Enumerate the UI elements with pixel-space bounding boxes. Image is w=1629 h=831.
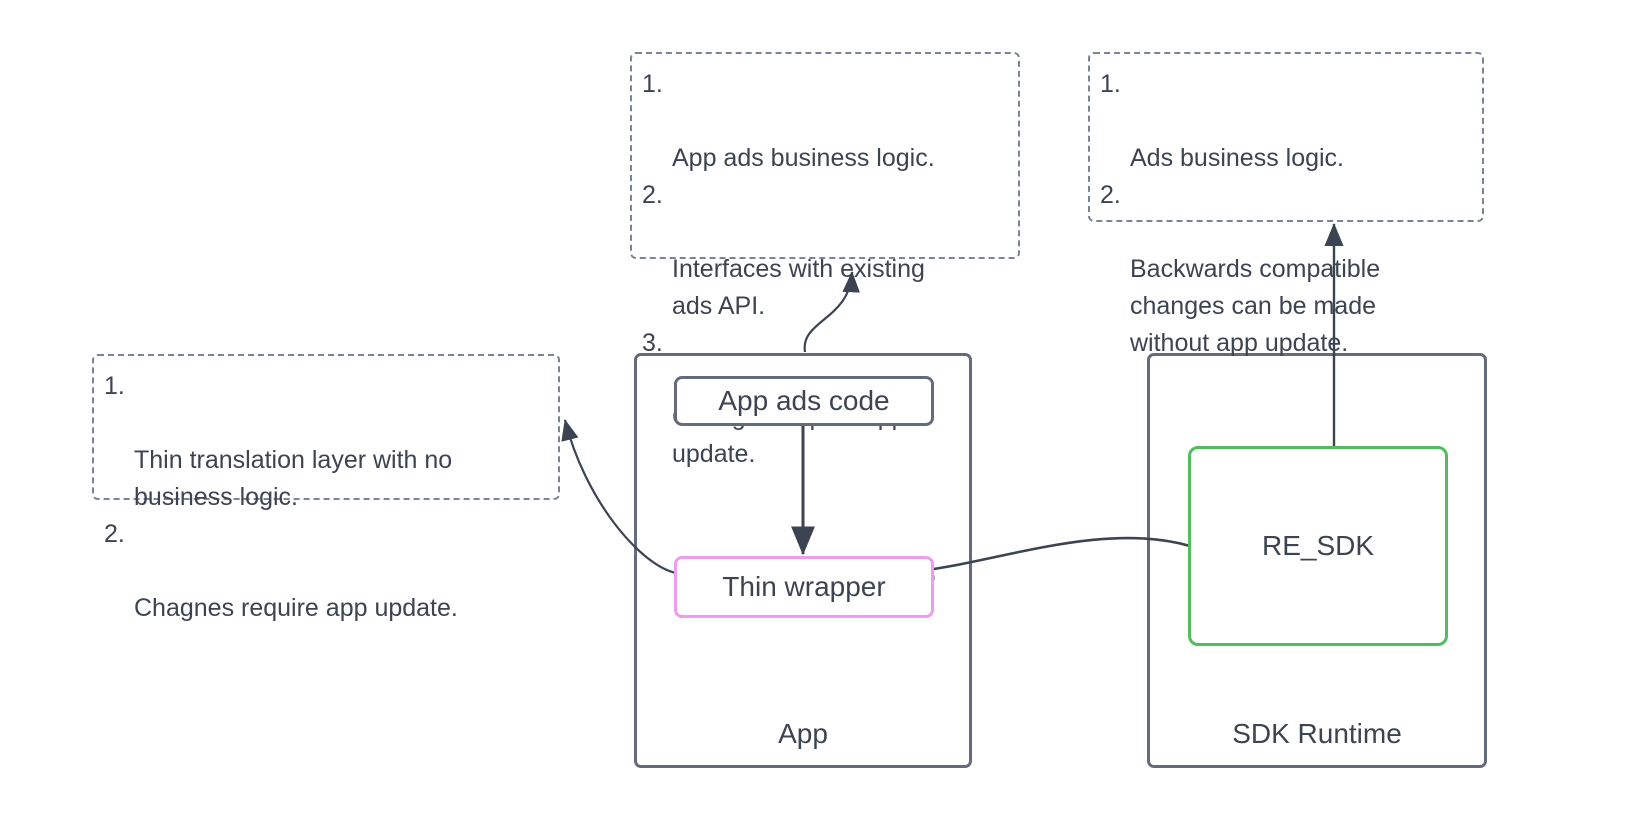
list-item-number: 3. [642, 329, 663, 357]
list-item: 1. App ads business logic. [642, 66, 1004, 177]
callout-re-sdk-list: 1. Ads business logic. 2. Backwards comp… [1100, 66, 1468, 362]
list-item-text: App ads business logic. [672, 144, 935, 172]
list-item: 1. Thin translation layer with no busine… [104, 368, 544, 516]
callout-re-sdk: 1. Ads business logic. 2. Backwards comp… [1088, 52, 1484, 357]
list-item-text: Interfaces with existing ads API. [672, 255, 925, 320]
list-item-text: Chagnes require app update. [134, 594, 458, 622]
callout-app-ads-code: 1. App ads business logic. 2. Interfaces… [630, 52, 1020, 468]
node-app-ads-code[interactable]: App ads code [674, 376, 934, 426]
callout-thin-wrapper-list: 1. Thin translation layer with no busine… [104, 368, 544, 627]
list-item-number: 1. [642, 70, 663, 98]
node-re-sdk-label: RE_SDK [1261, 530, 1375, 561]
list-item-text: Ads business logic. [1130, 144, 1345, 172]
list-item-number: 1. [104, 372, 125, 400]
node-thin-wrapper[interactable]: Thin wrapper [674, 556, 934, 618]
node-thin-wrapper-label: Thin wrapper [722, 571, 886, 602]
list-item-text: Backwards compatible changes can be made… [1130, 255, 1381, 357]
callout-app-ads-code-list: 1. App ads business logic. 2. Interfaces… [642, 66, 1004, 473]
list-item: 2. Chagnes require app update. [104, 516, 544, 627]
node-re-sdk[interactable]: RE_SDK [1188, 446, 1448, 646]
list-item-number: 2. [104, 520, 125, 548]
list-item: 2. Interfaces with existing ads API. [642, 177, 1004, 325]
container-app-label: App [778, 718, 828, 749]
list-item: 1. Ads business logic. [1100, 66, 1468, 177]
list-item: 2. Backwards compatible changes can be m… [1100, 177, 1468, 362]
node-app-ads-code-label: App ads code [718, 385, 890, 416]
list-item-number: 2. [1100, 181, 1121, 209]
container-sdk-runtime-label: SDK Runtime [1232, 718, 1402, 749]
callout-thin-wrapper: 1. Thin translation layer with no busine… [92, 354, 560, 622]
list-item-number: 1. [1100, 70, 1121, 98]
list-item-number: 2. [642, 181, 663, 209]
list-item-text: Thin translation layer with no business … [134, 446, 453, 511]
